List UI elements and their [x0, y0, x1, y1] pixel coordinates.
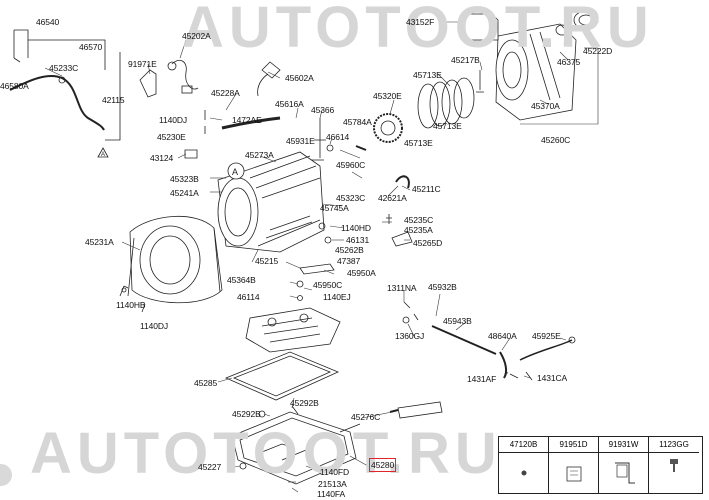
label-45228a: 45228A [211, 88, 240, 98]
legend-cell: 91951D [549, 437, 599, 493]
label-45602a: 45602A [285, 73, 314, 83]
label-45616a: 45616A [275, 99, 304, 109]
legend-header: 91931W [599, 437, 648, 453]
legend-cell: 47120B [499, 437, 549, 493]
corner-badge [0, 464, 12, 486]
label-45925e: 45925E [532, 331, 561, 341]
label-1140hb: 1140HB [116, 300, 146, 310]
label-1360gj: 1360GJ [395, 331, 425, 341]
label-45931e: 45931E [286, 136, 315, 146]
label-42621a: 42621A [378, 193, 407, 203]
label-45217b: 45217B [451, 55, 480, 65]
label-43152f: 43152F [406, 17, 435, 27]
label-48640a: 48640A [488, 331, 517, 341]
label-45262b: 45262B [335, 245, 364, 255]
label-1140dj-top: 1140DJ [159, 115, 188, 125]
label-46540: 46540 [36, 17, 60, 27]
label-1431af: 1431AF [467, 374, 497, 384]
label-45292b-right: 45292B [290, 398, 319, 408]
svg-text:A: A [101, 152, 105, 158]
label-45370a: 45370A [531, 101, 560, 111]
bolt-icon [649, 453, 699, 493]
label-46375: 46375 [557, 57, 581, 67]
label-47387: 47387 [337, 256, 361, 266]
label-46614: 46614 [326, 132, 350, 142]
clip-icon [499, 453, 548, 493]
label-45241a: 45241A [170, 188, 199, 198]
label-45713e-2: 45713E [433, 121, 462, 131]
label-1140hd: 1140HD [341, 223, 371, 233]
label-45784a: 45784A [343, 117, 372, 127]
label-1140fd: 1140FD [320, 467, 350, 477]
label-45230e: 45230E [157, 132, 186, 142]
label-45235c: 45235C [404, 215, 434, 225]
label-45745a: 45745A [320, 203, 349, 213]
label-46570: 46570 [79, 42, 103, 52]
label-45943b: 45943B [443, 316, 472, 326]
label-45211c: 45211C [412, 184, 441, 194]
legend-header: 91951D [549, 437, 598, 453]
label-1311na: 1311NA [387, 283, 417, 293]
label-45713e-3: 45713E [404, 138, 433, 148]
label-1140fa: 1140FA [317, 489, 346, 499]
accessory-parts-table: 47120B 91951D 91931W 1123GG [498, 436, 703, 494]
label-45235a: 45235A [404, 225, 433, 235]
label-45960c: 45960C [336, 160, 366, 170]
label-42115: 42115 [102, 95, 125, 105]
label-45215: 45215 [255, 256, 279, 266]
label-1140ej: 1140EJ [323, 292, 351, 302]
label-46114: 46114 [237, 292, 260, 302]
label-45320e: 45320E [373, 91, 402, 101]
legend-cell: 91931W [599, 437, 649, 493]
label-45285: 45285 [194, 378, 218, 388]
label-46580a: 46580A [0, 81, 29, 91]
label-45366: 45366 [311, 105, 335, 115]
label-45950a: 45950A [347, 268, 376, 278]
label-21513a: 21513A [318, 479, 347, 489]
label-45950c: 45950C [313, 280, 343, 290]
label-45713e-1: 45713E [413, 70, 442, 80]
label-45292b-left: 45292B [232, 409, 261, 419]
watermark-top: AUTOTOOT.RU [182, 0, 654, 60]
label-45260c: 45260C [541, 135, 571, 145]
label-1472ae: 1472AE [232, 115, 262, 125]
legend-cell: 1123GG [649, 437, 699, 493]
label-91971e: 91971E [128, 59, 157, 69]
legend-header: 1123GG [649, 437, 699, 453]
label-45323b: 45323B [170, 174, 199, 184]
watermark-bottom: AUTOTOOT.RU [30, 421, 502, 486]
label-45273a: 45273A [245, 150, 274, 160]
legend-header: 47120B [499, 437, 548, 453]
bracket-icon [599, 453, 648, 493]
label-45932b: 45932B [428, 282, 457, 292]
label-45202a: 45202A [182, 31, 211, 41]
label-45231a: 45231A [85, 237, 114, 247]
label-45227: 45227 [198, 462, 222, 472]
label-46131: 46131 [346, 235, 370, 245]
svg-text:A: A [232, 167, 238, 177]
label-1140dj-bottom: 1140DJ [140, 321, 169, 331]
label-45222d: 45222D [583, 46, 613, 56]
label-1431ca: 1431CA [537, 373, 568, 383]
label-sticker-icon [549, 453, 598, 493]
label-45265d: 45265D [413, 238, 443, 248]
label-45276c: 45276C [351, 412, 381, 422]
label-45364b: 45364B [227, 275, 256, 285]
label-43124: 43124 [150, 153, 174, 163]
label-45280-highlighted: 45280 [368, 458, 397, 472]
label-45323c: 45323C [336, 193, 366, 203]
label-45233c: 45233C [49, 63, 79, 73]
